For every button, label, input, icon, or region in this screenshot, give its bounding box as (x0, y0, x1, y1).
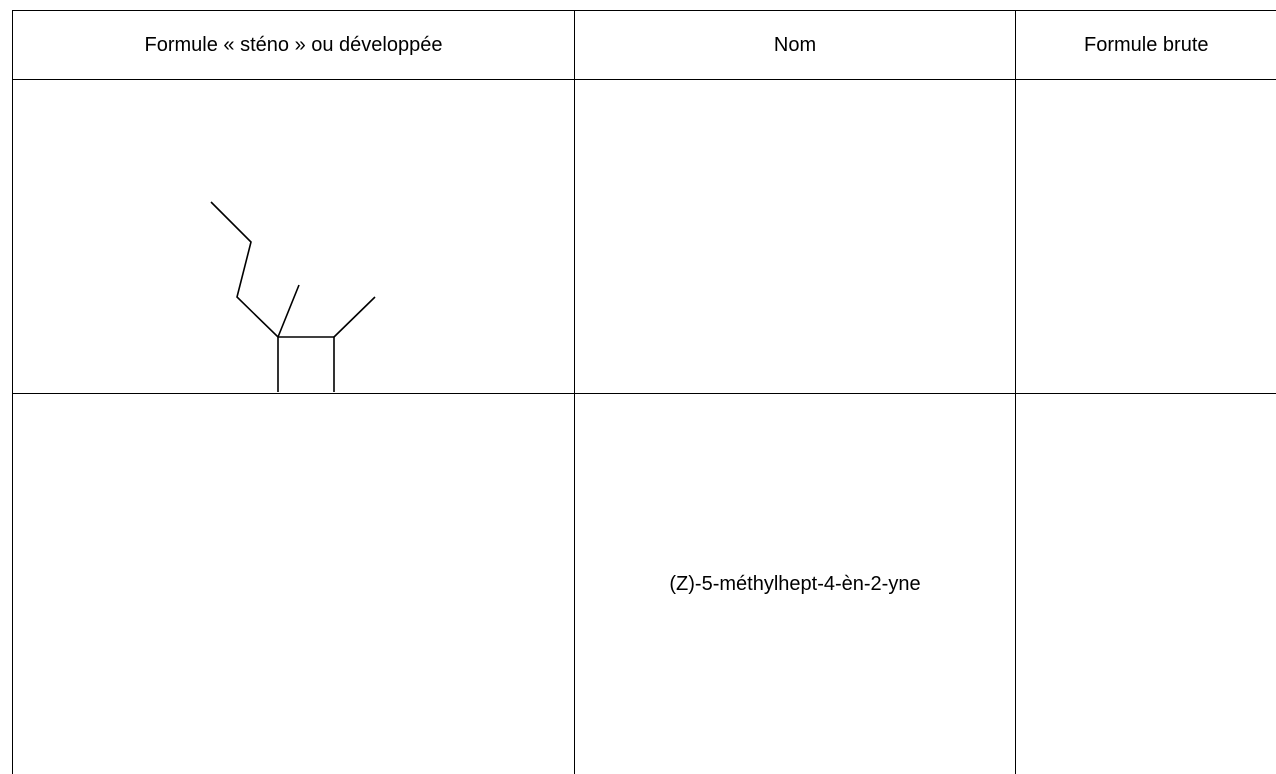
name-cell: (Z)-5-méthylhept-4-èn-2-yne (574, 393, 1016, 774)
header-cell-raw-formula: Formule brute (1015, 10, 1276, 80)
methyl-substituent-bond (333, 296, 376, 338)
raw-formula-cell (1015, 393, 1276, 774)
formula-cell (12, 79, 575, 394)
header-name-label: Nom (773, 34, 817, 56)
header-cell-name: Nom (574, 10, 1016, 80)
header-cell-formula: Formule « sténo » ou développée (12, 10, 575, 80)
formula-cell (12, 393, 575, 774)
cyclobutane-ring-bonds (277, 336, 335, 392)
compound-name: (Z)-5-méthylhept-4-èn-2-yne (669, 573, 921, 595)
name-cell (574, 79, 1016, 394)
formula-table: Formule « sténo » ou développée Nom Form… (12, 10, 1276, 774)
raw-formula-cell (1015, 79, 1276, 394)
skeletal-formula-drawing (210, 201, 376, 392)
header-formula-label: Formule « sténo » ou développée (144, 34, 443, 56)
table-header-row: Formule « sténo » ou développée Nom Form… (12, 10, 1276, 80)
header-raw-formula-label: Formule brute (1084, 34, 1209, 56)
table-row (12, 79, 1276, 394)
table-row: (Z)-5-méthylhept-4-èn-2-yne (12, 393, 1276, 774)
ethyl-chain-bonds (210, 201, 300, 339)
